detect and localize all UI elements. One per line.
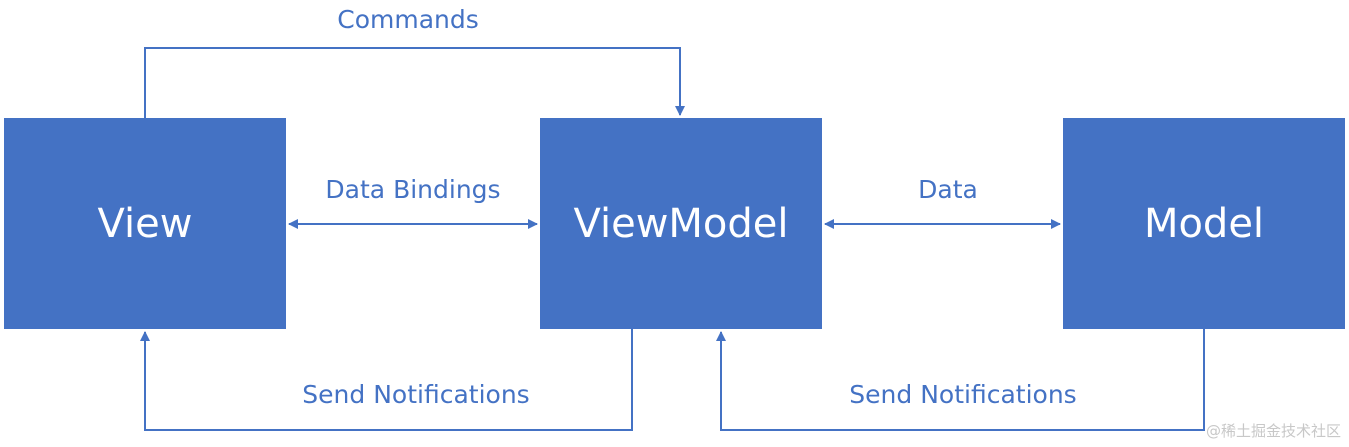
viewmodel-node: ViewModel <box>540 118 822 329</box>
data-label: Data <box>918 175 978 204</box>
commands-arrow <box>144 47 685 118</box>
view-node-label: View <box>97 200 193 247</box>
send-notifications-vm-view-label: Send Notifications <box>302 380 530 409</box>
view-node: View <box>4 118 286 329</box>
send-notifications-model-vm-label: Send Notifications <box>849 380 1077 409</box>
notifications-model-to-vm-arrow <box>716 329 1205 431</box>
viewmodel-node-label: ViewModel <box>573 200 789 247</box>
data-bindings-label: Data Bindings <box>325 175 501 204</box>
commands-label: Commands <box>337 5 479 34</box>
watermark: @稀土掘金技术社区 <box>1205 422 1341 440</box>
model-node: Model <box>1063 118 1345 329</box>
model-node-label: Model <box>1143 200 1265 247</box>
notifications-vm-to-view-arrow <box>140 329 633 431</box>
